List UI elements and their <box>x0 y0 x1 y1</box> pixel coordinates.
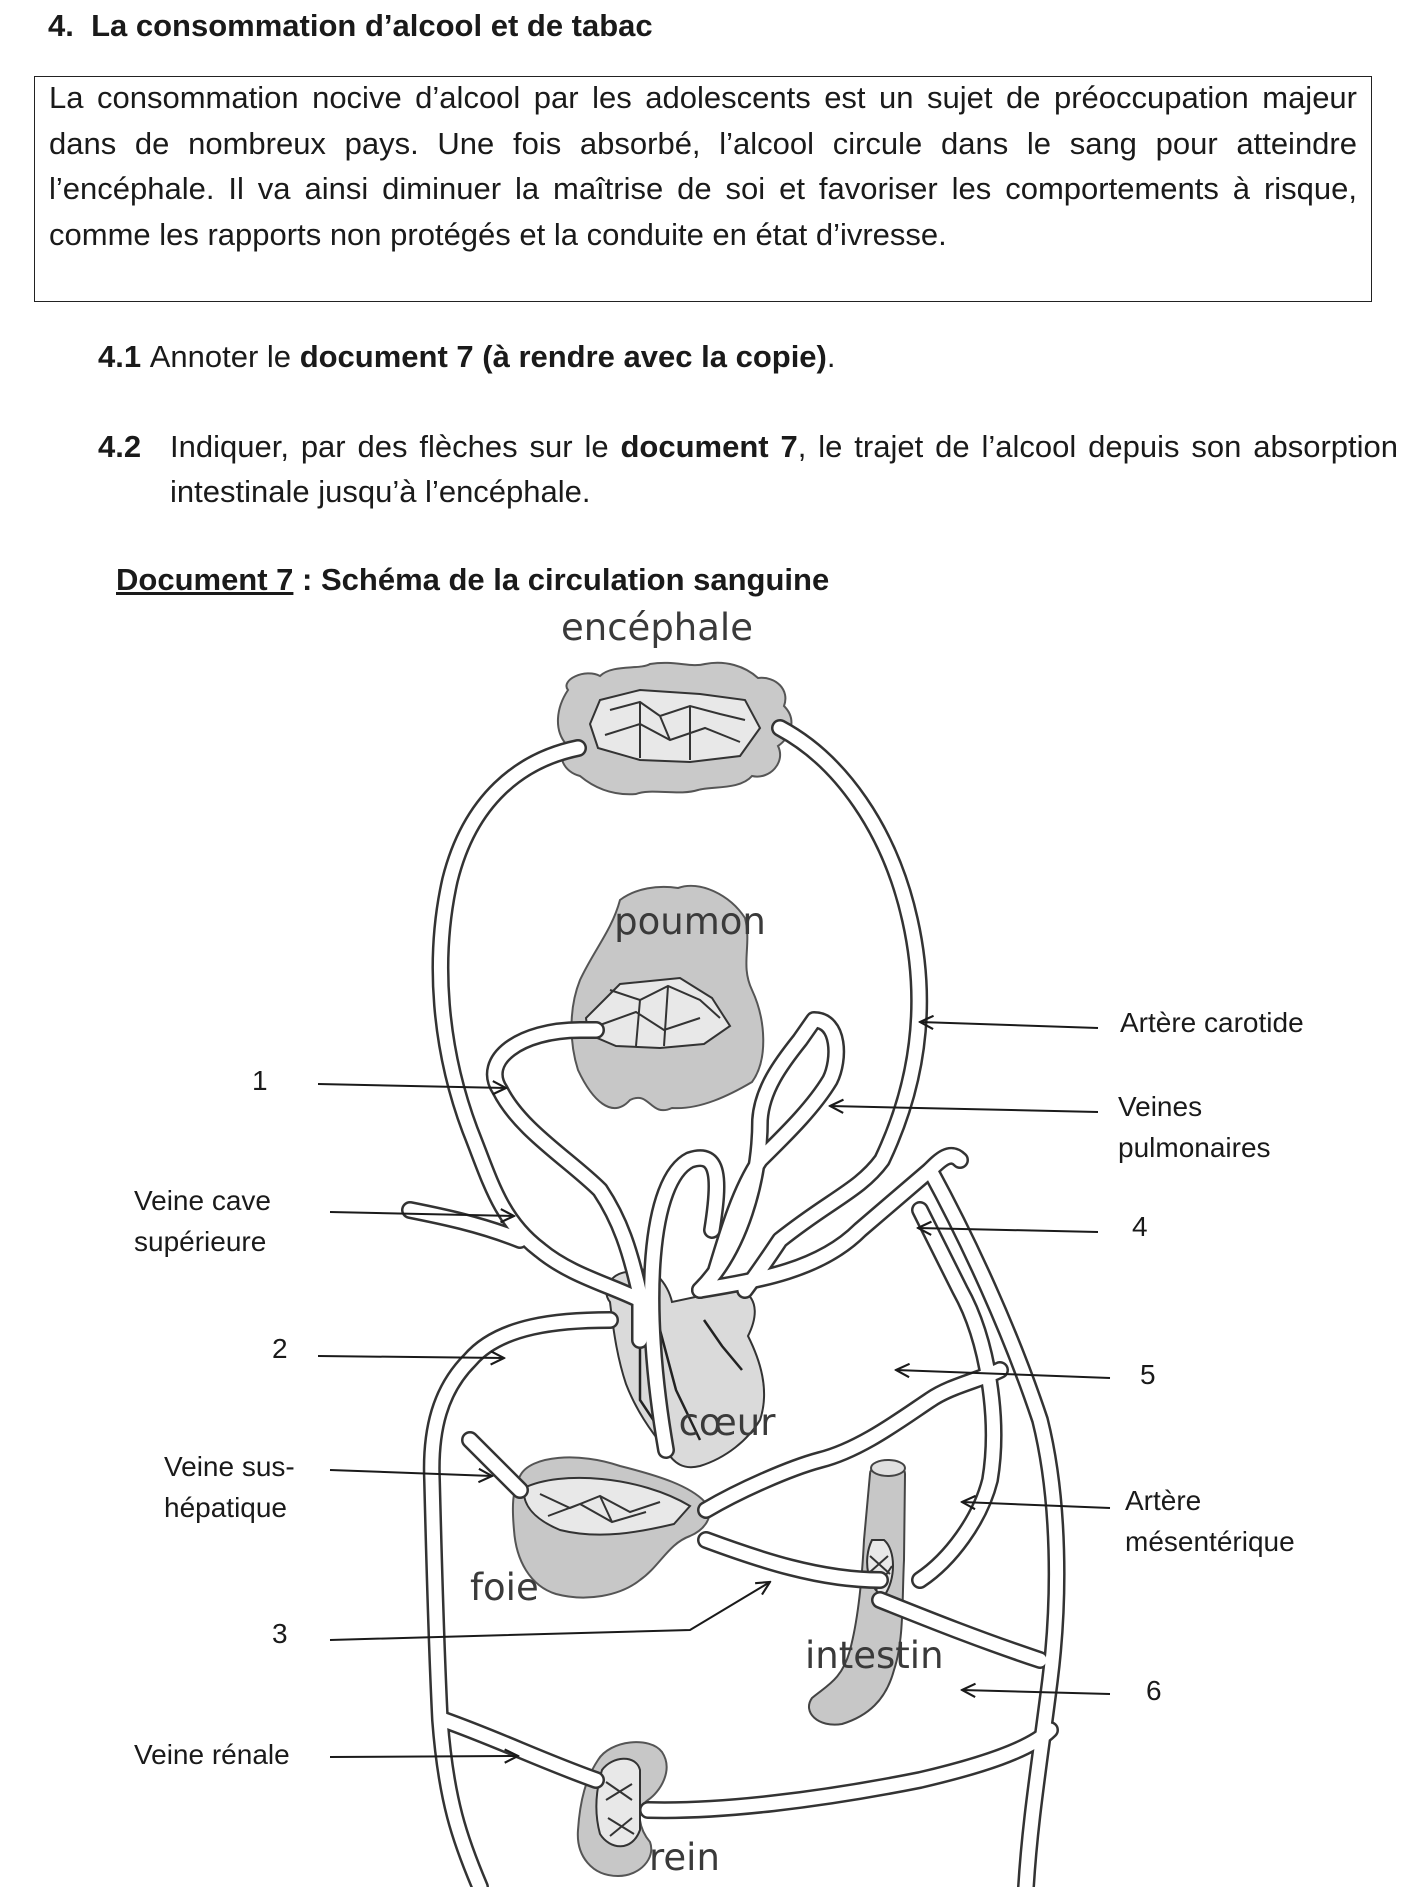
label-6: 6 <box>1146 1675 1162 1706</box>
question-4-1: 4.1 Annoter le document 7 (à rendre avec… <box>98 339 836 374</box>
label-3: 3 <box>272 1618 288 1649</box>
label-5: 5 <box>1140 1359 1156 1390</box>
section-title: 4. La consommation d’alcool et de tabac <box>48 8 653 43</box>
annotation-arrows <box>317 1022 1111 1757</box>
arrow-2 <box>317 1356 504 1358</box>
label-pulmonary-1: Veines <box>1118 1091 1202 1122</box>
label-hepatic-2: hépatique <box>164 1492 287 1523</box>
document-title: Document 7 : Schéma de la circulation sa… <box>116 562 830 597</box>
arrow-renal <box>329 1756 518 1757</box>
arrow-1 <box>317 1084 506 1088</box>
organ-liver: foie <box>470 1566 539 1609</box>
arrow-pulmonary <box>830 1106 1099 1112</box>
lung-shape <box>570 884 765 1112</box>
intestine-shape <box>807 1459 907 1726</box>
organ-lung: poumon <box>614 900 766 943</box>
label-pulmonary-2: pulmonaires <box>1118 1132 1271 1163</box>
label-2: 2 <box>272 1333 288 1364</box>
label-vcs-1: Veine cave <box>134 1185 271 1216</box>
intro-text: La consommation nocive d’alcool par les … <box>49 80 1357 252</box>
question-4-2: 4.2 Indiquer, par des flèches sur le doc… <box>98 429 1398 509</box>
arrow-3 <box>329 1582 770 1641</box>
brain-shape <box>557 661 793 796</box>
label-1: 1 <box>252 1065 268 1096</box>
arrow-mesenteric <box>962 1502 1111 1508</box>
arrow-5 <box>896 1370 1111 1379</box>
vessels <box>401 719 1066 1887</box>
arrow-6 <box>962 1690 1111 1694</box>
label-mesenteric-1: Artère <box>1125 1485 1201 1516</box>
label-renal: Veine rénale <box>134 1739 290 1770</box>
organ-brain: encéphale <box>561 606 753 649</box>
arrow-carotid <box>920 1022 1099 1028</box>
arrow-vcs <box>329 1212 514 1216</box>
label-vcs-2: supérieure <box>134 1226 266 1257</box>
label-hepatic-1: Veine sus- <box>164 1451 295 1482</box>
organ-intestine: intestin <box>805 1634 944 1677</box>
organ-kidney: rein <box>649 1836 720 1879</box>
label-carotid: Artère carotide <box>1120 1007 1304 1038</box>
label-4: 4 <box>1132 1211 1148 1242</box>
label-mesenteric-2: mésentérique <box>1125 1526 1295 1557</box>
arrow-4 <box>918 1228 1099 1232</box>
arrow-hepatic <box>329 1470 492 1476</box>
liver-shape <box>511 1456 711 1599</box>
intro-box: La consommation nocive d’alcool par les … <box>34 76 1372 302</box>
organ-heart: cœur <box>679 1401 777 1444</box>
